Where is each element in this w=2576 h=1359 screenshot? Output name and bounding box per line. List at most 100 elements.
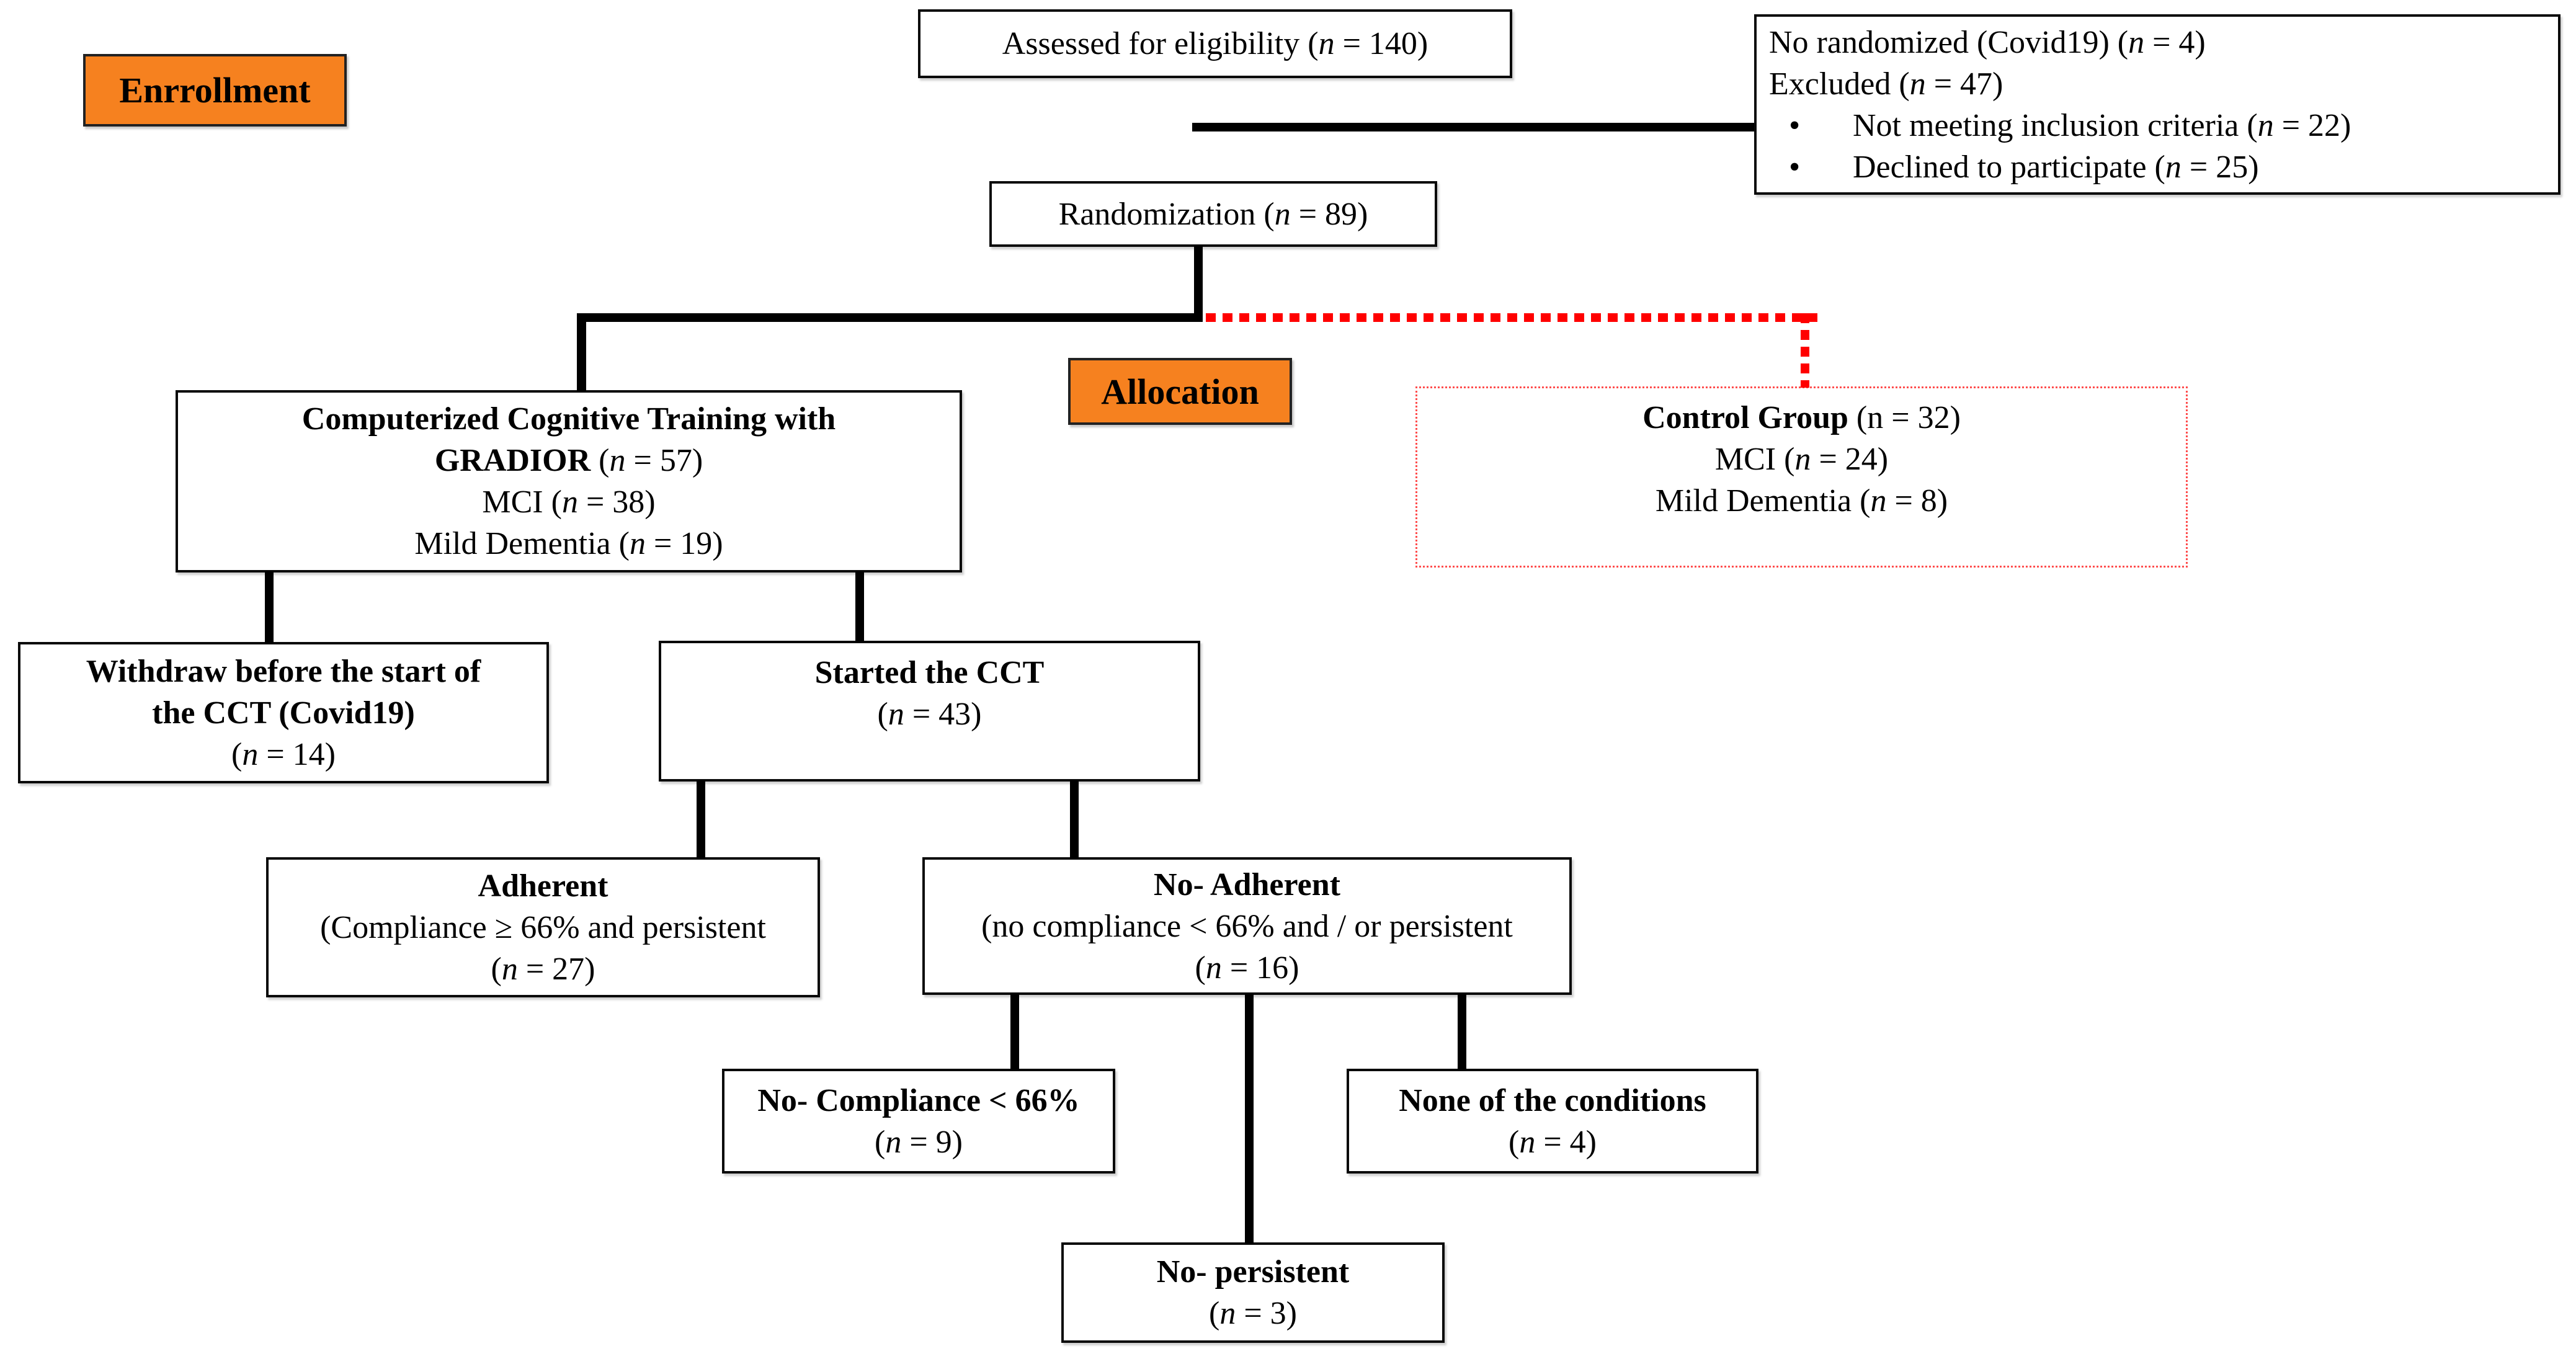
text-run: = 19) [645,526,723,561]
flow-box-withdraw-before-cct: Withdraw before the start of the CCT (Cov… [18,642,549,783]
box-text-line: (n = 9) [724,1121,1113,1163]
text-run: = 3) [1236,1296,1297,1331]
box-text-line: No- Compliance < 66% [724,1080,1113,1121]
text-run: Started the CCT [814,655,1045,690]
text-run: = 24) [1811,442,1889,477]
text-run: ( [1195,950,1206,986]
text-run: Excluded ( [1769,66,1910,102]
box-text: No randomized (Covid19) (n = 4)Excluded … [1757,22,2558,188]
flow-box-control-group: Control Group (n = 32)MCI (n = 24)Mild D… [1415,386,2188,568]
box-text-line: MCI (n = 38) [178,481,960,523]
text-run: = 4) [2144,24,2206,60]
text-run: = 16) [1221,950,1299,986]
connector-noadherent-to-nocompliance [1010,994,1019,1070]
bullet-icon: • [1789,107,1801,143]
text-run: = 57) [625,443,703,478]
box-text: None of the conditions (n = 4) [1349,1080,1756,1163]
box-text-line: Adherent [269,865,818,907]
text-run: n [1794,442,1811,477]
box-text: Control Group (n = 32)MCI (n = 24)Mild D… [1417,397,2186,522]
text-run: No- persistent [1156,1254,1350,1290]
text-run: = 8) [1886,483,1948,519]
text-run: n [1274,196,1291,232]
connector-randomization-down [1194,246,1203,322]
box-text-line: Randomization (n = 89) [992,194,1435,235]
text-run: = 140) [1334,26,1428,61]
bullet-icon: • [1789,149,1801,185]
box-text-line: (no compliance < 66% and / or persistent [925,906,1569,947]
box-text-line: Withdraw before the start of [20,651,546,692]
box-text-line: No randomized (Covid19) (n = 4) [1769,22,2552,63]
text-run: n [1519,1124,1536,1160]
text-run: Computerized Cognitive Training with [301,401,836,437]
box-text: No- Compliance < 66%(n = 9) [724,1080,1113,1163]
box-text-line: (n = 14) [20,734,546,775]
text-run: n [561,484,578,520]
box-text-line: (n = 27) [269,948,818,990]
connector-allocation-dashed-horizontal [1206,313,1817,322]
text-run: MCI ( [1714,442,1795,477]
text-run: Withdraw before the start of [86,653,481,689]
text-run: No randomized (Covid19) ( [1769,24,2129,60]
text-run: Control Group [1642,400,1856,435]
box-text-line: (Compliance ≥ 66% and persistent [269,907,818,948]
connector-assessed-to-excluded [1192,123,1754,131]
text-run: ( [1509,1124,1520,1160]
text-run: = 4) [1535,1124,1597,1160]
text-run: n [629,526,646,561]
text-run: n [2165,149,2182,185]
text-run: n [2128,24,2145,60]
text-run: n [501,951,518,987]
flow-box-no-adherent: No- Adherent (no compliance < 66% and / o… [922,857,1572,995]
text-run: n [888,697,904,732]
box-text-line: Excluded (n = 47) [1769,63,2552,105]
text-run: Randomization ( [1058,196,1275,232]
box-text-line: (n = 16) [925,947,1569,989]
box-text: Assessed for eligibility (n = 140) [920,23,1510,65]
text-run: No- Adherent [1154,867,1340,902]
text-run: None of the conditions [1399,1082,1706,1118]
text-run: n [2257,107,2274,143]
text-run: ( [875,1124,886,1160]
text-run: MCI ( [482,484,562,520]
flow-box-adherent: Adherent(Compliance ≥ 66% and persistent… [266,857,820,997]
flow-box-excluded: No randomized (Covid19) (n = 4)Excluded … [1754,14,2560,195]
flow-box-assessed-eligibility: Assessed for eligibility (n = 140) [918,9,1512,78]
box-text-line: Mild Dementia (n = 8) [1417,480,2186,522]
text-run: the CCT (Covid19) [152,695,415,731]
text-run: Mild Dementia ( [1655,483,1871,519]
connector-started-to-adherent [697,780,705,858]
connector-branch-horizontal [577,313,1203,322]
text-run: (Compliance ≥ 66% and persistent [320,909,766,945]
box-text-line: GRADIOR (n = 57) [178,440,960,481]
connector-branch-to-gradior [577,313,586,391]
text-run: = 27) [517,951,595,987]
box-text: Started the CCT(n = 43) [661,652,1198,735]
text-run: ( [1209,1296,1220,1331]
flow-box-randomization: Randomization (n = 89) [989,181,1437,247]
text-run: ( [877,697,888,732]
text-run: n [1870,483,1887,519]
text-run: Not meeting inclusion criteria ( [1853,107,2258,143]
box-text-line: No- persistent [1064,1251,1442,1293]
text-run: ( [491,951,502,987]
text-run: Assessed for eligibility ( [1002,26,1319,61]
flow-box-none-of-conditions: None of the conditions (n = 4) [1347,1069,1758,1174]
connector-allocation-dashed-vertical [1801,313,1809,388]
text-run: n [1909,66,1926,102]
text-run: n [1318,26,1335,61]
box-text: No- Adherent (no compliance < 66% and / o… [925,864,1569,989]
flow-box-no-persistent: No- persistent(n = 3) [1061,1242,1445,1343]
connector-noadherent-to-noneconditions [1458,994,1466,1070]
text-run: GRADIOR [434,443,599,478]
text-run: = 89) [1290,196,1368,232]
text-run: No- Compliance < 66% [757,1082,1080,1118]
box-text-line: (n = 43) [661,693,1198,735]
text-run: Mild Dementia ( [414,526,630,561]
box-text-line: No- Adherent [925,864,1569,906]
text-run: (n = 32) [1856,400,1961,435]
box-text-line: Started the CCT [661,652,1198,693]
connector-gradior-to-started [855,571,864,642]
